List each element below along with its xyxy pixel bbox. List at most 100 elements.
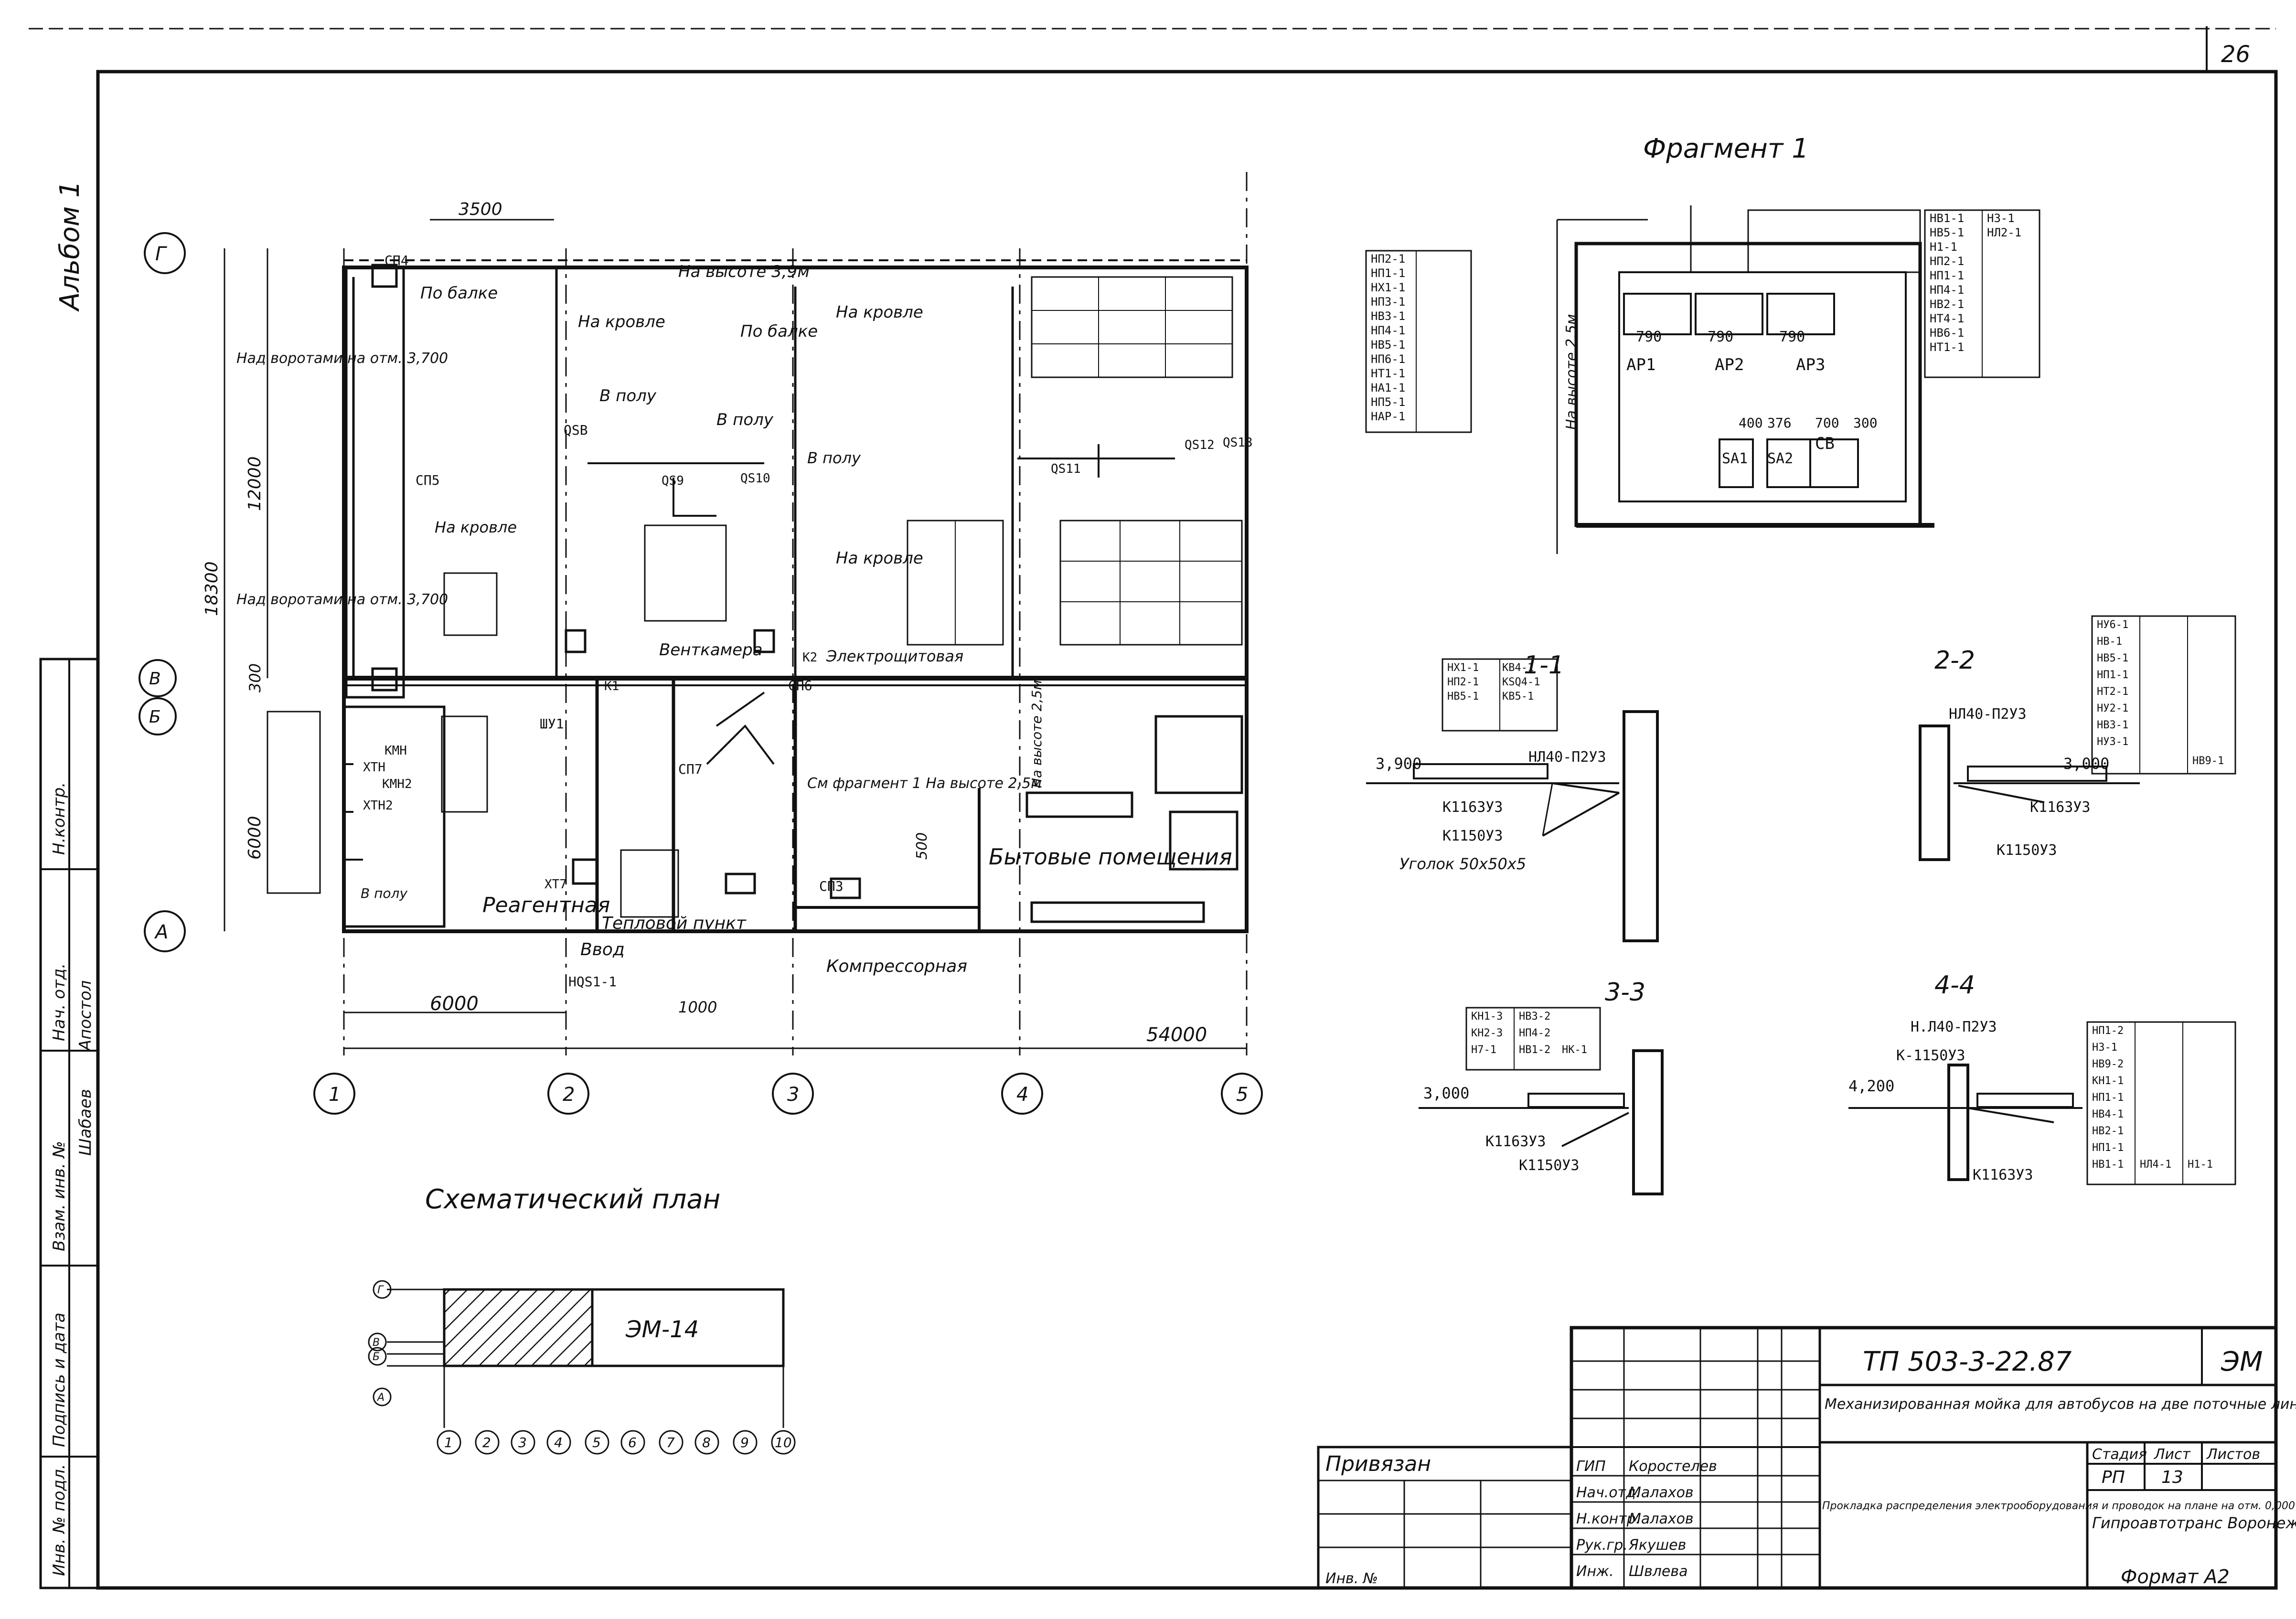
plan-note: Ввод (580, 940, 625, 959)
key-col-label: 1 (444, 1435, 453, 1450)
section-label: НЛ40-П2УЗ (1949, 706, 2027, 723)
person-name: Малахов (1629, 1484, 1694, 1501)
section-tag: КВ5-1 (1502, 691, 1534, 703)
plan-note: На высоте 3,9м (678, 262, 810, 281)
section-tag: НХ1-1 (1447, 662, 1479, 674)
side-stamp-name: Апостол (76, 980, 95, 1052)
section-label: Уголок 50х50х5 (1399, 855, 1526, 873)
room-name: Венткамера (659, 640, 763, 660)
section-label: К-1150УЗ (1896, 1047, 1965, 1064)
plan-label: QS13 (1223, 436, 1253, 450)
plan-label: СП7 (678, 761, 703, 777)
dimension-18300: 18300 (202, 561, 222, 616)
section-tag: НВ5-1 (2097, 652, 2128, 664)
plan-note: В полу (361, 885, 407, 901)
section-tag: НУ2-1 (2097, 703, 2128, 714)
section-1-1 (1366, 658, 1659, 942)
fragment-label: SA2 (1767, 450, 1793, 467)
room-name: Компрессорная (826, 957, 967, 976)
section-label: К1150УЗ (1442, 828, 1503, 844)
cable-tag: НП3-1 (1371, 295, 1405, 309)
cable-tag: НП5-1 (1371, 395, 1405, 409)
grid-row-label: Б (149, 707, 161, 727)
fragment-label: 700 (1815, 415, 1839, 431)
dimension-6000-left: 6000 (245, 816, 265, 860)
key-col-label: 8 (702, 1435, 711, 1450)
room-name: Реагентная (482, 893, 610, 917)
cable-tag: НП6-1 (1371, 352, 1405, 366)
drawing-section: ЭМ (2221, 1346, 2263, 1377)
fragment-1 (1365, 205, 2040, 554)
section-elevation: 3,000 (2063, 755, 2109, 773)
section-4-4 (1848, 1021, 2236, 1185)
fragment-title: Фрагмент 1 (1643, 133, 1809, 164)
key-col-label: 2 (482, 1435, 491, 1450)
plan-label: К2 (802, 650, 817, 665)
project-name: Механизированная мойка для автобусов на … (1825, 1396, 2296, 1413)
plan-label: ХТН (363, 760, 385, 775)
section-tag: НВ9-1 (2192, 755, 2224, 767)
section-tag: НП2-1 (1447, 676, 1479, 688)
plan-label: ХТ7 (545, 877, 567, 892)
cable-tag: НА1-1 (1371, 381, 1405, 394)
section-tag: КН1-3 (1471, 1011, 1503, 1023)
organization: Гипроавтотранс Воронежский филиал (2092, 1514, 2296, 1532)
cable-tag: Н3-1 (1987, 212, 2015, 225)
cable-tag: НЛ2-1 (1987, 226, 2021, 239)
plan-label: HQS1-1 (568, 974, 617, 990)
grid-col-label: 1 (329, 1084, 341, 1106)
section-tag: НП1-1 (2097, 669, 2128, 681)
plan-note: В полу (599, 386, 657, 405)
side-stamp-field: Нач. отд. (50, 963, 69, 1041)
key-col-label: 10 (775, 1435, 792, 1450)
side-stamp-field: Инв. № подл. (50, 1464, 69, 1576)
fragment-label: 376 (1767, 415, 1792, 431)
section-tag: НТ2-1 (2097, 686, 2128, 698)
section-label: К1163УЗ (1442, 799, 1503, 816)
key-row-label: В (373, 1337, 380, 1349)
role-label: Инж. (1576, 1563, 1614, 1580)
floor-plan (342, 172, 1249, 1055)
plan-dimensions (224, 219, 1247, 1049)
section-label: К1163УЗ (1485, 1133, 1546, 1150)
section-tag: НУ6-1 (2097, 619, 2128, 631)
section-tag: КН2-3 (1471, 1027, 1503, 1039)
grid-col-bubbles (313, 1073, 1263, 1115)
plan-label: СП4 (384, 253, 409, 268)
key-col-label: 5 (592, 1435, 601, 1450)
plan-note: На кровле (578, 312, 665, 331)
section-tag: НВ1-1 (2092, 1159, 2124, 1171)
fragment-label: СВ (1815, 434, 1835, 453)
cable-tag: НАР-1 (1371, 410, 1405, 423)
plan-label: QSB (564, 422, 588, 438)
section-tag: НП1-2 (2092, 1025, 2124, 1037)
fragment-label: 790 (1636, 329, 1662, 345)
plan-note: На кровле (836, 549, 923, 568)
stage-header: Стадия (2092, 1446, 2147, 1463)
person-name: Коростелев (1629, 1458, 1717, 1475)
drawing-code: ТП 503-3-22.87 (1863, 1346, 2072, 1377)
album-label: Альбом 1 (54, 181, 85, 312)
section-tag: НВ3-2 (1519, 1011, 1550, 1023)
side-stamp-field: Н.контр. (50, 782, 69, 855)
sheet-number: 26 (2221, 41, 2250, 68)
plan-label: QS12 (1185, 438, 1215, 452)
plan-tag-grids (267, 276, 1243, 918)
person-name: Малахов (1629, 1511, 1694, 1527)
side-stamp-name: Шабаев (76, 1089, 95, 1156)
plan-note: На кровле (435, 518, 517, 536)
title-block (1317, 1326, 2278, 1590)
grid-col-label: 5 (1236, 1084, 1248, 1106)
section-tag: НВ9-2 (2092, 1058, 2124, 1070)
section-2-2 (1919, 615, 2236, 861)
section-tag: НК-1 (1562, 1044, 1587, 1056)
section-tag: Н7-1 (1471, 1044, 1496, 1056)
cable-tag: НП2-1 (1930, 255, 1964, 268)
sheet-title: Прокладка распределения электрооборудова… (1822, 1500, 2296, 1512)
grid-col-label: 2 (563, 1084, 575, 1106)
section-tag: НВ1-2 (1519, 1044, 1550, 1056)
cable-tag: НТ1-1 (1930, 341, 1964, 354)
section-label: К1150УЗ (1997, 842, 2057, 859)
section-label: К1163УЗ (1973, 1167, 2033, 1183)
plan-label: QS10 (740, 471, 770, 486)
